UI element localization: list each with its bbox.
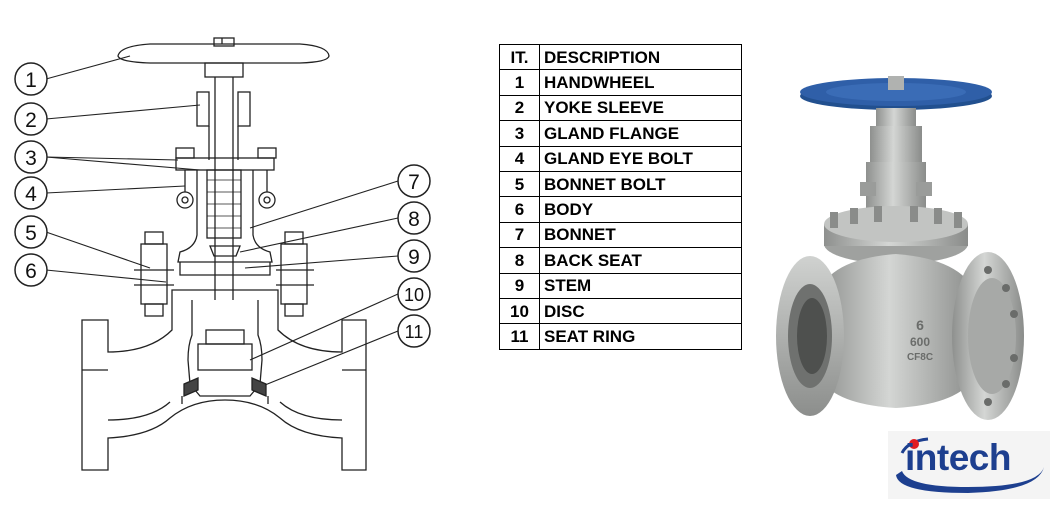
casting-marks: 6 600 CF8C [907, 317, 933, 363]
callout-circle-10 [397, 277, 431, 311]
item-number: 4 [499, 145, 540, 172]
handwheel [800, 76, 992, 110]
callout-circle-8 [397, 201, 431, 235]
item-number: 1 [499, 69, 540, 96]
yoke [860, 108, 932, 208]
callout-label-8: 8 [408, 208, 420, 231]
item-number: 8 [499, 247, 540, 274]
casting-mark-size: 6 [916, 317, 924, 333]
item-description: YOKE SLEEVE [539, 94, 742, 122]
casting-mark-class: 600 [910, 335, 930, 349]
bonnet-flange [824, 206, 968, 264]
item-description: DISC [539, 297, 742, 325]
item-number: 11 [499, 323, 540, 350]
item-description: STEM [539, 272, 742, 299]
callout-circle-3 [14, 140, 48, 174]
item-description: HANDWHEEL [539, 69, 742, 96]
logo-text: intech [905, 437, 1011, 478]
valve-photo: 6 600 CF8C [776, 76, 1024, 420]
callout-circle-9 [397, 239, 431, 273]
callout-label-1: 1 [25, 69, 37, 92]
callout-label-10: 10 [404, 285, 424, 305]
valve-outline [81, 37, 367, 471]
item-description: BODY [539, 196, 742, 223]
callout-label-6: 6 [25, 260, 37, 283]
header-item-number: IT. [499, 43, 540, 71]
callout-labels: 1 2 3 4 5 6 7 8 9 10 11 [25, 69, 424, 342]
callout-label-4: 4 [25, 183, 37, 206]
callout-circle-4 [14, 176, 48, 210]
valve-cross-section-drawing: 1 2 3 4 5 6 7 8 9 10 11 [14, 37, 431, 471]
item-description: BACK SEAT [539, 247, 742, 274]
casting-mark-material: CF8C [907, 352, 933, 363]
callout-label-11: 11 [405, 322, 424, 342]
callout-circle-7 [397, 164, 431, 198]
item-number: 3 [499, 120, 540, 147]
item-number: 9 [499, 272, 540, 299]
valve-body [818, 254, 976, 408]
callout-label-7: 7 [408, 171, 420, 194]
leader-lines [45, 55, 399, 386]
logo-dot-icon [909, 439, 919, 449]
callout-label-3: 3 [25, 147, 37, 170]
item-number: 2 [499, 94, 540, 122]
item-description: GLAND FLANGE [539, 120, 742, 147]
callout-circle-6 [14, 253, 48, 287]
callout-circle-1 [14, 62, 48, 96]
item-number: 7 [499, 221, 540, 249]
item-number: 5 [499, 170, 540, 198]
header-description: DESCRIPTION [539, 43, 742, 71]
callout-circle-5 [14, 215, 48, 249]
intech-logo: intech [888, 431, 1050, 499]
callout-label-5: 5 [25, 222, 37, 245]
left-flange [776, 256, 844, 416]
item-description: BONNET BOLT [539, 170, 742, 198]
callouts [14, 62, 431, 348]
callout-circle-11 [397, 314, 431, 348]
item-number: 6 [499, 196, 540, 223]
table-header-row: IT. DESCRIPTION [499, 43, 742, 71]
callout-label-9: 9 [408, 246, 420, 269]
callout-circle-2 [14, 102, 48, 136]
right-flange [952, 252, 1024, 420]
item-number: 10 [499, 297, 540, 325]
callout-label-2: 2 [25, 109, 37, 132]
item-description: BONNET [539, 221, 742, 249]
item-description: GLAND EYE BOLT [539, 145, 742, 172]
item-description: SEAT RING [539, 323, 742, 350]
